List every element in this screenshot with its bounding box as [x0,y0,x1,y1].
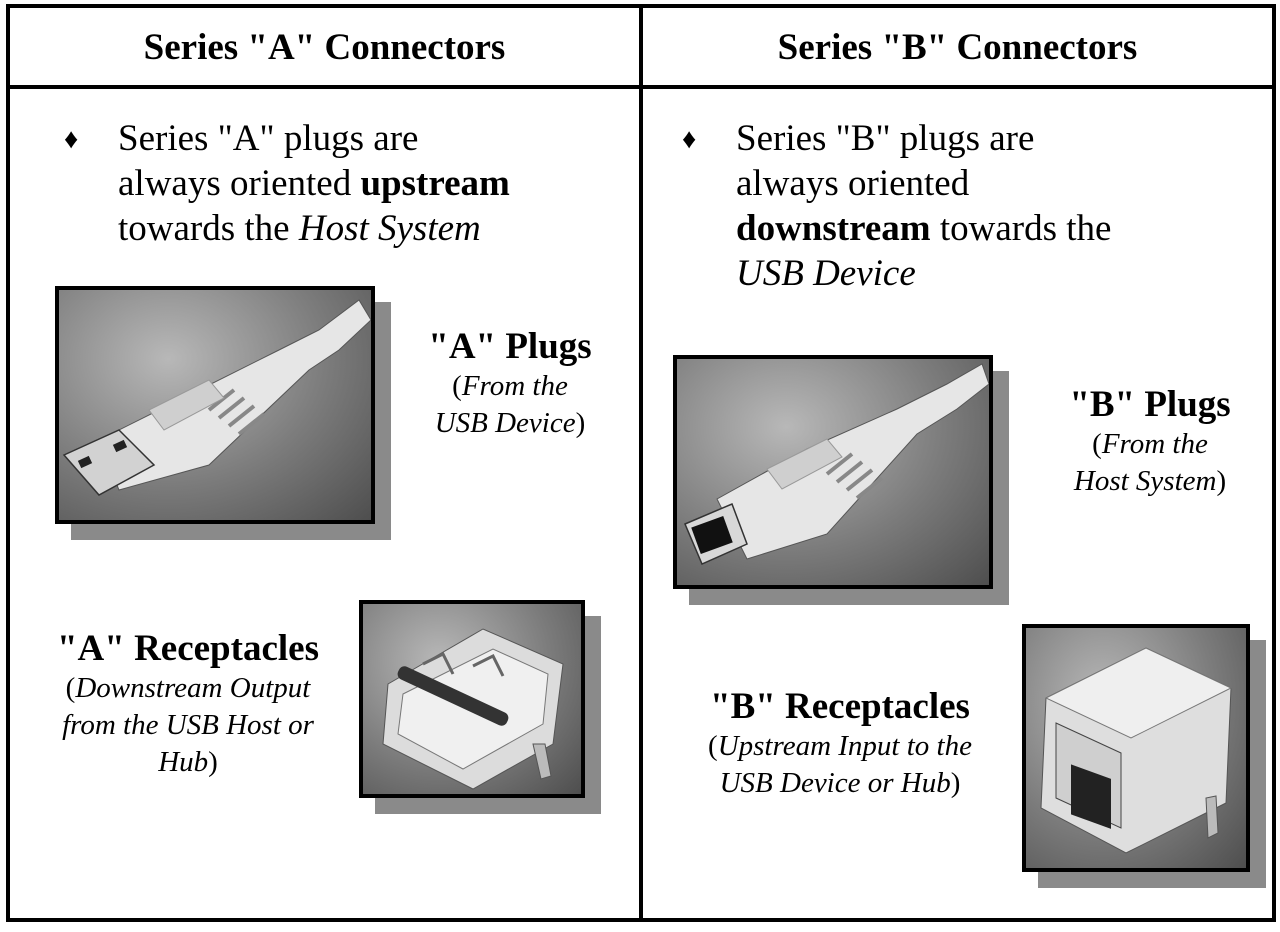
column-divider [639,8,643,918]
b-plugs-sub-1: (From the [1092,428,1208,460]
b-receptacle-image [1022,624,1250,872]
b-plugs-title: "B" Plugs [1069,384,1231,425]
a-plug-image [55,286,375,524]
b-receptacle-photo [1022,624,1266,888]
series-b-line-1: Series "B" plugs are [736,118,1035,159]
a-receptacle-photo [359,600,601,816]
usb-b-plug-icon [684,363,989,565]
connector-table: Series "A" Connectors Series "B" Connect… [6,4,1276,922]
b-receptacles-sub-2: USB Device or Hub) [719,767,961,799]
b-plug-photo [673,355,1009,605]
series-b-line-4: USB Device [736,253,916,294]
series-b-bullet-icon: ♦ [682,124,697,155]
a-plugs-title: "A" Plugs [428,326,592,367]
series-a-bullet-icon: ♦ [64,124,79,155]
a-receptacles-sub-1: (Downstream Output [65,672,311,704]
header-divider [10,85,1272,89]
series-a-line-1: Series "A" plugs are [118,118,419,159]
host-system-emphasis: Host System [298,208,481,249]
series-a-description: Series "A" plugs are always oriented ups… [118,116,510,251]
a-receptacles-caption: "A" Receptacles (Downstream Output from … [30,628,346,781]
a-receptacle-image [359,600,585,798]
series-a-line-2: always oriented upstream [118,163,510,204]
usb-b-receptacle-icon [1040,647,1233,854]
a-receptacles-title: "A" Receptacles [57,628,319,669]
b-plugs-caption: "B" Plugs (From the Host System) [1040,384,1260,500]
series-b-line-2: always oriented [736,163,970,204]
a-plug-photo [55,286,391,542]
b-plugs-sub-2: Host System) [1073,465,1227,497]
series-b-header: Series "B" Connectors [777,27,1138,68]
b-receptacles-caption: "B" Receptacles (Upstream Input to the U… [680,686,1000,802]
usb-a-plug-icon [62,299,371,496]
b-receptacles-title: "B" Receptacles [710,686,970,727]
a-plugs-sub-2: USB Device) [434,407,586,439]
a-receptacles-sub-2: from the USB Host or [62,709,314,741]
series-b-description: Series "B" plugs are always oriented dow… [736,116,1111,296]
device-emphasis: Device [813,253,916,294]
a-plugs-sub-1: (From the [452,370,568,402]
series-a-line-3: towards the Host System [118,208,481,249]
b-receptacles-sub-1: (Upstream Input to the [708,730,972,762]
usb-a-receptacle-icon [382,628,564,790]
b-plug-image [673,355,993,589]
upstream-emphasis: upstream [360,163,510,204]
series-a-header: Series "A" Connectors [143,27,506,68]
a-plugs-caption: "A" Plugs (From the USB Device) [400,326,620,442]
downstream-emphasis: downstream [736,208,931,249]
series-b-line-3: downstream towards the [736,208,1112,249]
a-receptacles-sub-3: Hub) [158,746,218,778]
